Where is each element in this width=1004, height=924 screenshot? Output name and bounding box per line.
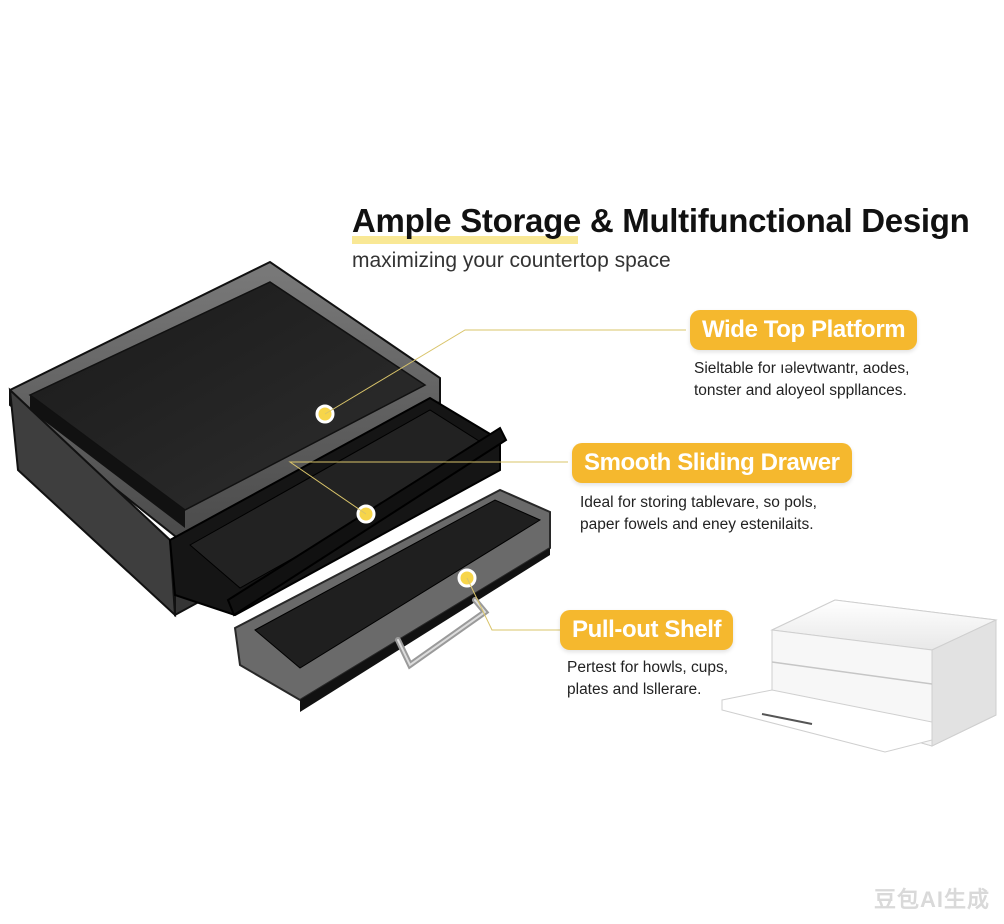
- page-title: Ample Storage & Multifunctional Design: [352, 202, 970, 239]
- feature-desc-smooth-sliding-drawer: Ideal for storing tablevare, so pols, pa…: [580, 492, 817, 536]
- white-organizer: [721, 599, 998, 753]
- feature-desc-pull-out-shelf: Pertest for howls, cups, plates and lsll…: [567, 657, 728, 701]
- feature-label-smooth-sliding-drawer: Smooth Sliding Drawer: [572, 443, 852, 483]
- feature-desc-line: Sieltable for ıəlevtwantr, aodes,: [694, 360, 910, 377]
- feature-desc-line: tonster and aloyeol sppllances.: [694, 382, 907, 399]
- feature-desc-line: paper fowels and eney estenilaits.: [580, 516, 814, 533]
- black-organizer: [8, 260, 551, 712]
- title-highlight: [352, 236, 578, 244]
- feature-desc-line: Ideal for storing tablevare, so pols,: [580, 494, 817, 511]
- watermark: 豆包AI生成: [873, 887, 990, 912]
- feature-desc-line: Pertest for howls, cups,: [567, 659, 729, 676]
- feature-desc-wide-top-platform: Sieltable for ıəlevtwantr, aodes, tonste…: [694, 358, 909, 402]
- feature-desc-line: plates and lsllerare.: [567, 681, 702, 698]
- page-subtitle: maximizing your countertop space: [352, 249, 671, 272]
- callout-lines: [288, 329, 686, 631]
- feature-label-pull-out-shelf: Pull-out Shelf: [560, 610, 734, 650]
- feature-label-wide-top-platform: Wide Top Platform: [690, 310, 918, 350]
